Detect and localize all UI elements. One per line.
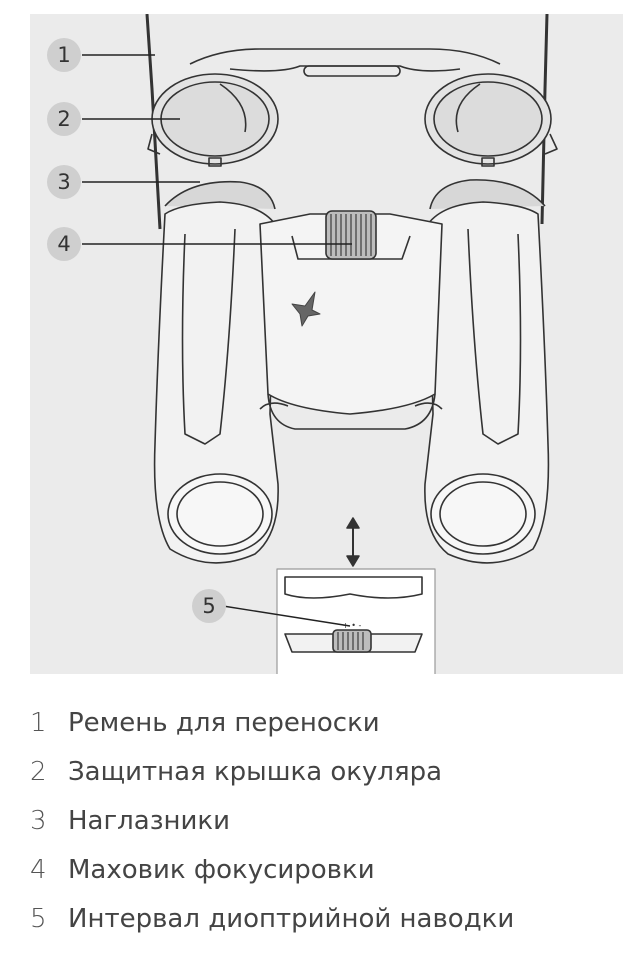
hinge-left [259, 402, 289, 410]
legend-item: 3 Наглазники [30, 806, 620, 855]
legend-number: 3 [30, 806, 47, 836]
eyepiece-cap-right-inner [433, 81, 543, 157]
cap-right-tab [481, 157, 495, 167]
diopter-marks: + • - [342, 621, 362, 630]
legend-number: 2 [30, 757, 47, 787]
cap-left-tab [208, 157, 222, 167]
legend-label: Маховик фокусировки [68, 855, 375, 885]
barrel-right [424, 201, 550, 564]
leader-5 [222, 605, 351, 627]
bridge-lower [267, 393, 436, 430]
arrow-down [346, 555, 360, 567]
barrel-right-groove [467, 228, 522, 445]
legend-item: 5 Интервал диоптрийной наводки [30, 904, 620, 953]
callout-5: 5 [192, 589, 226, 623]
strap-right [540, 14, 549, 225]
callout-3: 3 [47, 165, 81, 199]
objective-left [167, 473, 273, 555]
legend-number: 4 [30, 855, 47, 885]
legend-label: Интервал диоптрийной наводки [68, 904, 515, 934]
legend-number: 1 [30, 708, 47, 738]
eyecup-left [164, 180, 276, 210]
cap-bridge-bottom [229, 65, 461, 72]
callout-4: 4 [47, 227, 81, 261]
arrow-up [346, 517, 360, 529]
callout-2: 2 [47, 102, 81, 136]
cap-right-curve [455, 83, 481, 133]
inset-box [276, 568, 436, 674]
binocular-drawing: + • - [82, 14, 558, 674]
inset-top [284, 576, 423, 599]
legend-item: 2 Защитная крышка окуляра [30, 757, 620, 806]
cap-right-clip [544, 133, 558, 155]
legend-item: 1 Ремень для переноски [30, 708, 620, 757]
cap-left-clip [147, 133, 161, 155]
brand-logo [291, 291, 321, 327]
hinge-right [414, 402, 443, 410]
legend-label: Защитная крышка окуляра [68, 757, 443, 787]
diopter-wheel [332, 629, 372, 653]
cap-bridge-slot [303, 65, 401, 77]
barrel-left [153, 201, 279, 564]
eyecup-right [429, 179, 546, 210]
binocular-diagram: + • - 1 2 3 4 5 [30, 14, 623, 674]
objective-left-inner [176, 481, 264, 547]
objective-right-inner [439, 481, 527, 547]
cap-left-curve [219, 83, 247, 133]
callout-1: 1 [47, 38, 81, 72]
parts-legend: 1 Ремень для переноски 2 Защитная крышка о… [30, 708, 620, 953]
cap-bridge-top [189, 48, 501, 65]
barrel-left-groove [181, 228, 236, 445]
legend-item: 4 Маховик фокусировки [30, 855, 620, 904]
legend-label: Ремень для переноски [68, 708, 380, 738]
legend-number: 5 [30, 904, 47, 934]
legend-label: Наглазники [68, 806, 231, 836]
objective-right [430, 473, 536, 555]
